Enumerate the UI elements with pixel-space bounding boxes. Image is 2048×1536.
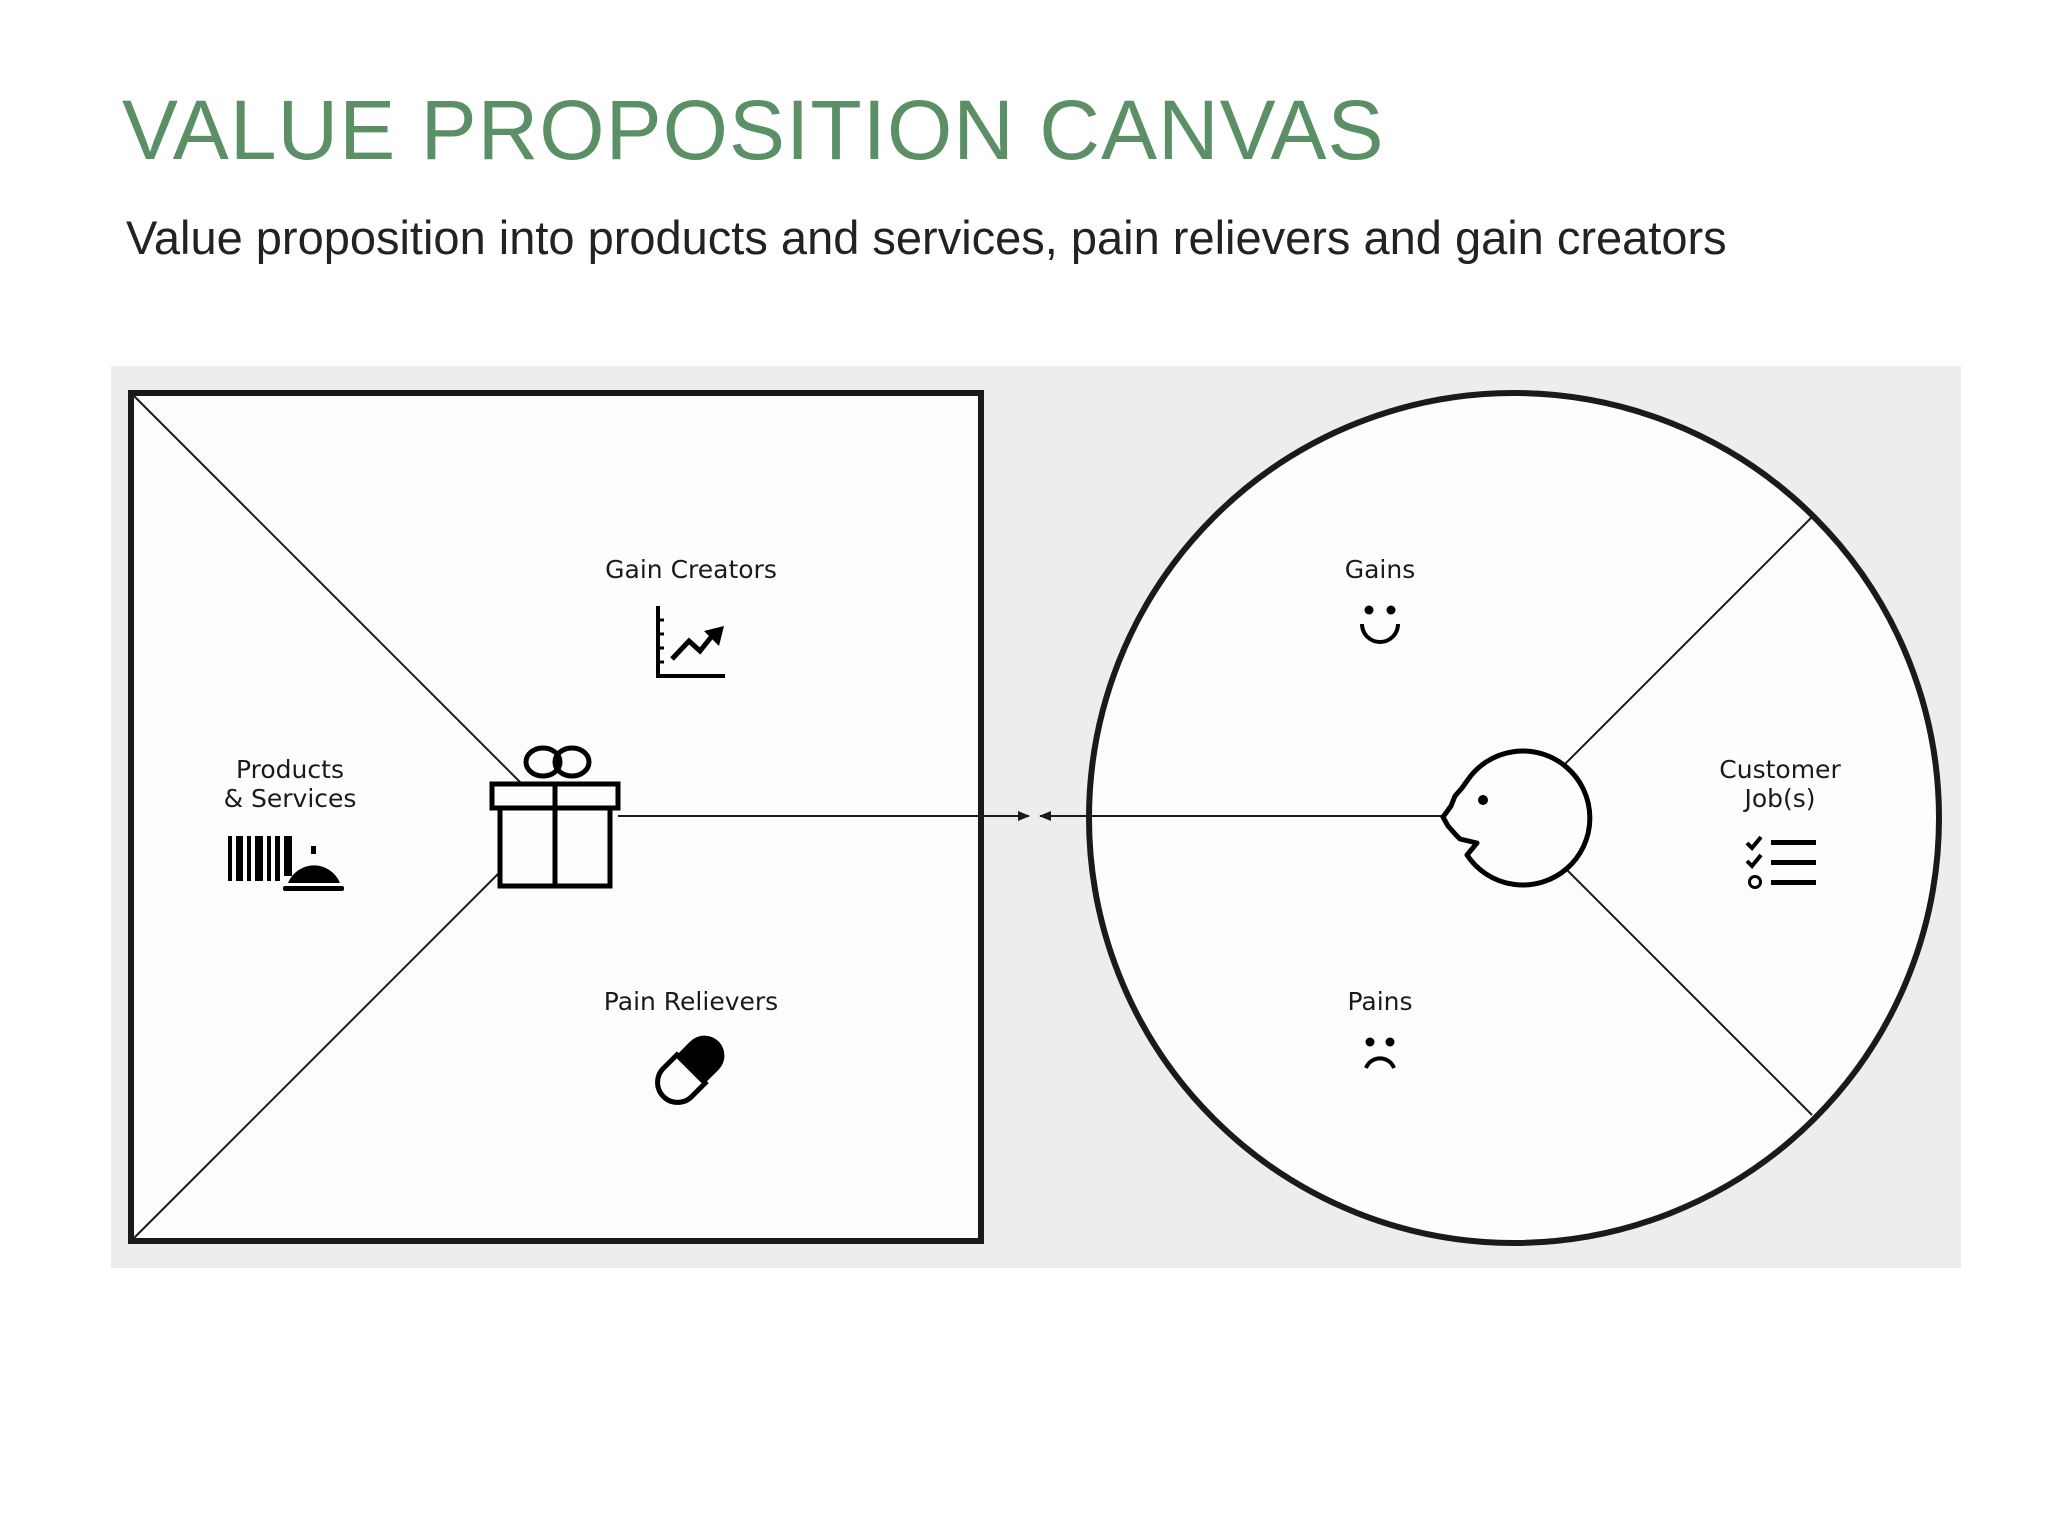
barcode-service-bell-icon: [228, 836, 344, 891]
pains-label: Pains: [1347, 987, 1412, 1016]
sad-face-icon: [1364, 1037, 1396, 1069]
gains-label: Gains: [1345, 555, 1416, 584]
pain-relievers-label: Pain Relievers: [604, 987, 778, 1016]
customer-jobs-label-line2: Job(s): [1742, 784, 1815, 813]
page-title: VALUE PROPOSITION CANVAS: [122, 83, 1385, 177]
value-map-divider-bottom: [133, 873, 499, 1239]
customer-jobs-label-line1: Customer: [1719, 755, 1841, 784]
customer-face-icon: [1440, 748, 1593, 888]
gift-box-icon: [489, 745, 621, 889]
smiley-face-icon: [1360, 605, 1400, 644]
products-services-label-line1: Products: [236, 755, 344, 784]
customer-profile: Gains Customer Job(s) Pains: [1039, 390, 1942, 1246]
customer-profile-divider-top: [1562, 516, 1813, 767]
value-map-divider-top: [133, 395, 524, 786]
customer-profile-divider-bottom: [1562, 865, 1813, 1116]
gain-creators-label: Gain Creators: [605, 555, 777, 584]
products-services-label-line2: & Services: [224, 784, 357, 813]
value-map: Gain Creators Products & Services: [128, 390, 1030, 1244]
checklist-icon: [1745, 835, 1816, 889]
pill-capsule-icon: [655, 1035, 725, 1105]
page-subtitle: Value proposition into products and serv…: [126, 211, 1727, 264]
chart-trend-up-icon: [656, 606, 725, 678]
